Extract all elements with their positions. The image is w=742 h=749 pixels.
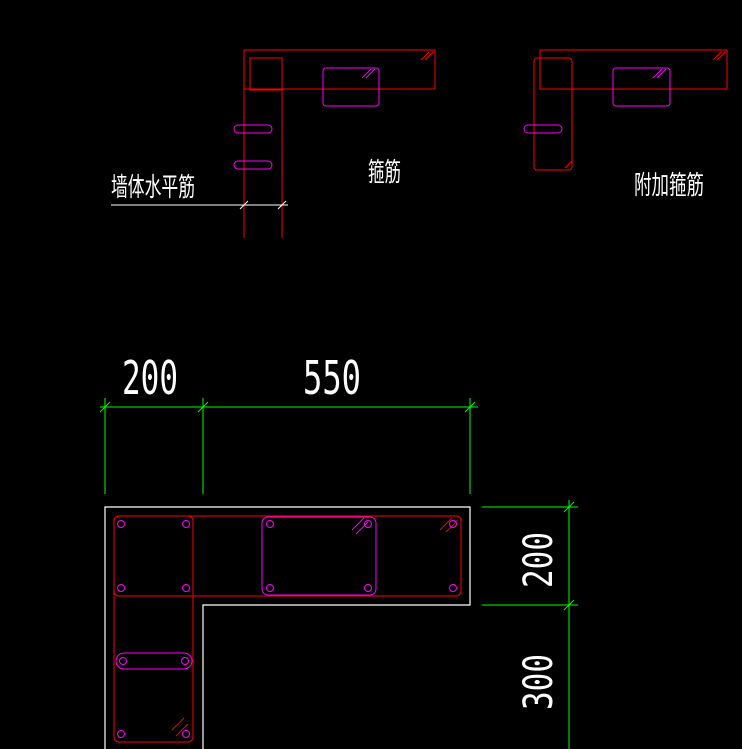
l-wall-section: [104, 506, 471, 749]
rebar-point: [449, 584, 457, 592]
dim-tick: [197, 401, 209, 413]
concrete-outline: [104, 506, 471, 749]
dimensions-right: 200 300: [482, 500, 578, 749]
rebar-point: [364, 520, 372, 528]
label-wall-horizontal-rebar: 墙体水平筋: [111, 173, 195, 203]
tie-rectangle: [322, 67, 380, 107]
dim-text-550: 550: [303, 351, 361, 405]
rebar-point: [449, 520, 457, 528]
rebar-point: [117, 520, 125, 528]
detail-additional-stirrup: 附加箍筋: [523, 49, 728, 201]
rebar-point: [182, 584, 190, 592]
stirrup-outline-horizontal: [243, 49, 436, 90]
rebar-point: [117, 730, 125, 738]
rebar-point: [266, 584, 274, 592]
stirrup-hook: [424, 51, 434, 61]
wall-rebar-loop-1: [233, 124, 273, 134]
rebar-point: [117, 584, 125, 592]
dim-text-200-top: 200: [122, 351, 178, 405]
dim-tick: [464, 401, 476, 413]
section-tie-vertical: [115, 652, 193, 670]
dim-tick: [563, 501, 575, 513]
dim-tick: [563, 599, 575, 611]
rebar-point: [364, 584, 372, 592]
vertical-stirrup: [113, 515, 194, 743]
horizontal-stirrup: [113, 515, 462, 597]
rebar-point: [266, 520, 274, 528]
dim-text-200-right: 200: [516, 532, 562, 588]
dim-text-300: 300: [516, 654, 562, 710]
rebar-point: [182, 520, 190, 528]
rebar-point: [182, 730, 190, 738]
section-tie-horizontal: [261, 516, 377, 596]
rebar-point: [181, 657, 189, 665]
additional-stirrup-vertical: [533, 57, 573, 171]
rebar-point: [119, 657, 127, 665]
dimensions-top: 200 550: [99, 351, 478, 494]
rebar-points: [117, 520, 457, 738]
dim-tick: [99, 401, 111, 413]
additional-stirrup-horizontal: [539, 49, 728, 90]
label-stirrup: 箍筋: [368, 158, 401, 188]
additional-rebar-loop: [523, 124, 563, 134]
stirrup-corner-box: [249, 57, 283, 91]
additional-tie-rectangle: [612, 67, 671, 107]
wall-rebar-loop-2: [233, 160, 273, 170]
label-additional-stirrup: 附加箍筋: [634, 171, 704, 201]
detail-stirrup: 墙体水平筋 箍筋: [111, 49, 436, 238]
